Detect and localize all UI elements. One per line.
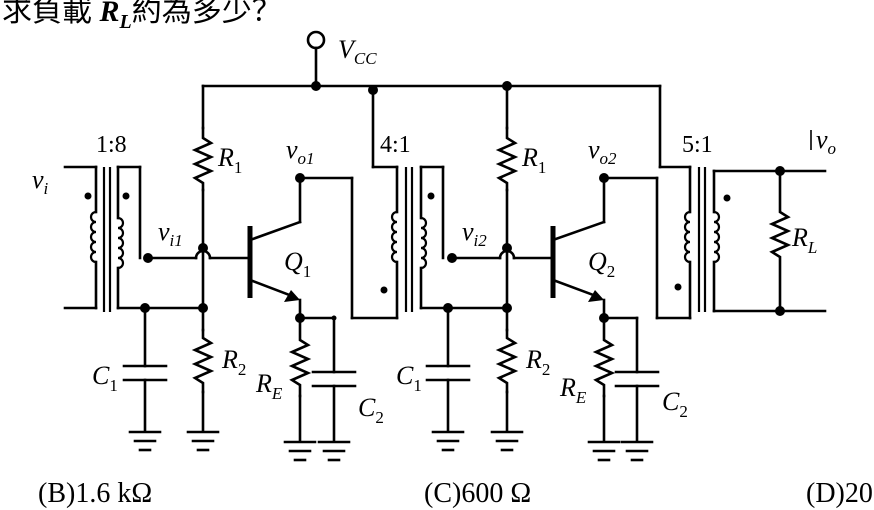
q2-transistor [550,173,659,323]
r2-label-stage2: R2 [525,345,550,379]
ratio1-label: 1:8 [96,132,127,158]
stage1-base-wiring [146,188,252,313]
r1-label-stage1: R1 [217,143,242,177]
load-resistor-rl [768,169,792,313]
stage2-r2 [490,306,524,452]
stage1-r1 [191,126,215,192]
vcc-terminal [306,30,326,91]
stage1-r2 [186,306,220,452]
vi-label: vi [32,165,49,198]
stage2-base-wiring [450,188,555,313]
c2-label-stage2: C2 [662,387,688,421]
question-prefix: 求負載 [2,0,100,28]
stage1-c1 [122,306,168,452]
question-symbol: RL [99,0,132,33]
vi1-label: vi1 [158,217,183,250]
stage1-c2 [311,316,357,462]
ratio3-label: 5:1 [682,132,713,158]
option-b: (B)1.6 kΩ [38,478,153,509]
interstage-transformer [350,165,509,320]
stage2-re [587,316,621,462]
stage2-c2 [614,316,660,462]
input-transformer [63,165,205,313]
vo1-label: vo1 [286,135,315,168]
option-d: (D)20 [806,478,873,509]
stage1-re [283,316,317,462]
vcc-rail [201,81,662,169]
c1-label-stage2: C1 [396,361,422,395]
question-suffix: 約為多少？ [131,0,282,28]
c2-label-stage1: C2 [358,393,384,427]
vo-label: vo [816,125,836,158]
output-transformer [655,165,827,320]
ratio2-label: 4:1 [380,132,411,158]
q1-label: Q1 [284,247,311,281]
re-label-stage2: RE [559,373,587,407]
re-label-stage1: RE [255,369,283,403]
question-text: 求負載 RL約為多少？ [2,0,282,34]
vo2-label: vo2 [588,135,617,168]
vi2-label: vi2 [462,217,487,250]
q1-transistor [247,173,354,323]
option-c: (C)600 Ω [424,478,532,509]
q2-label: Q2 [588,247,615,281]
stage2-r1 [495,126,519,192]
rl-label: RL [791,223,817,257]
r2-label-stage1: R2 [221,345,246,379]
stage2-c1 [425,306,471,452]
r1-label-stage2: R1 [521,143,546,177]
vcc-label: VCC [338,35,377,68]
c1-label-stage1: C1 [92,361,118,395]
